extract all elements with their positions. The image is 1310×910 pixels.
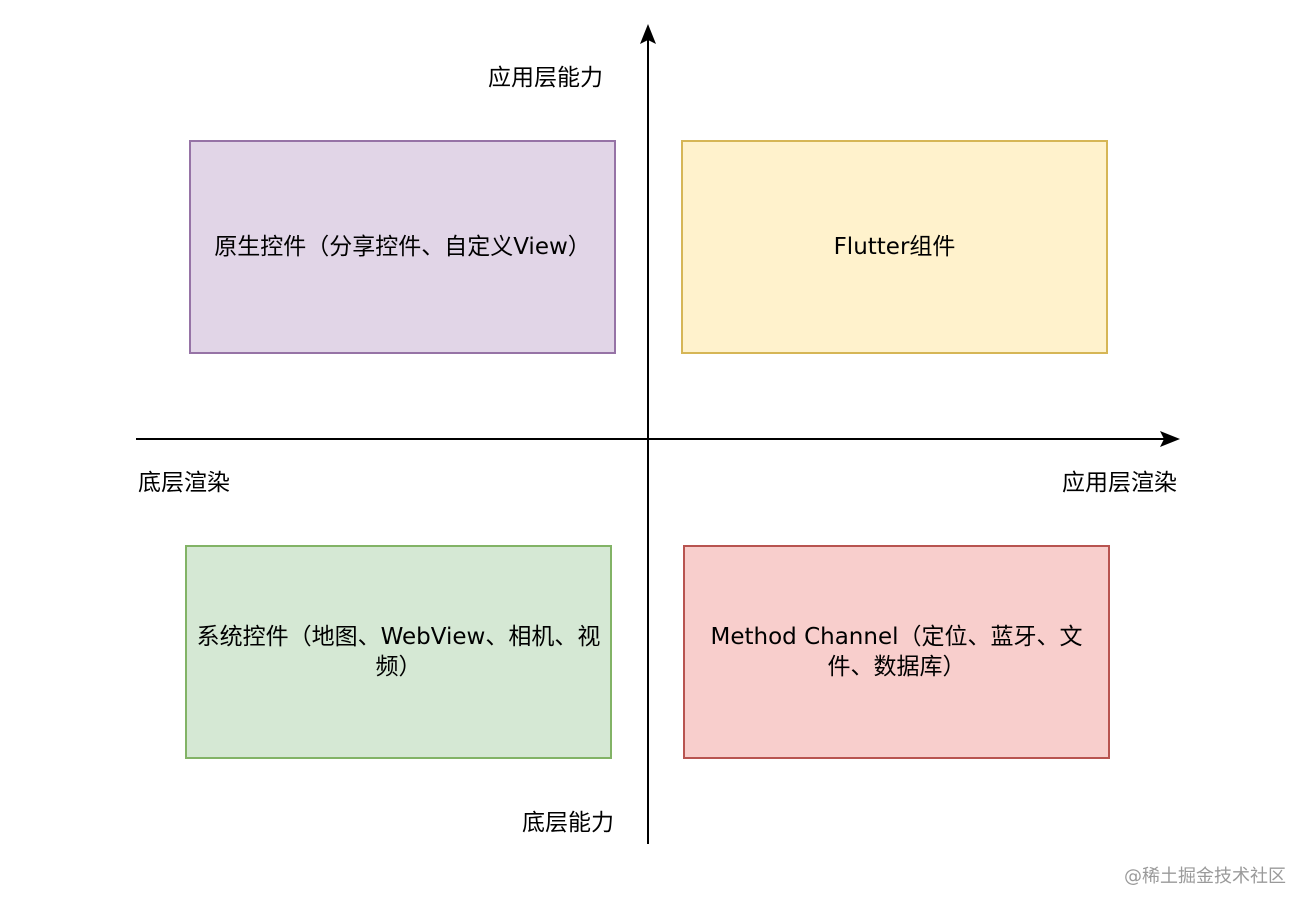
y-axis-bottom-label: 底层能力: [522, 810, 614, 836]
quadrant-native-controls: 原生控件（分享控件、自定义View）: [189, 140, 616, 354]
watermark-text: @稀土掘金技术社区: [1124, 866, 1286, 887]
quadrant-native-controls-label: 原生控件（分享控件、自定义View）: [214, 234, 591, 260]
quadrant-method-channel: Method Channel（定位、蓝牙、文件、数据库）: [683, 545, 1110, 759]
quadrant-system-controls-label: 系统控件（地图、WebView、相机、视频）: [196, 624, 601, 680]
quadrant-flutter-components: Flutter组件: [681, 140, 1108, 354]
quadrant-method-channel-label: Method Channel（定位、蓝牙、文件、数据库）: [710, 624, 1083, 680]
y-axis-top-label: 应用层能力: [488, 65, 603, 91]
x-axis-right-label: 应用层渲染: [1062, 470, 1177, 496]
x-axis-left-label: 底层渲染: [138, 470, 230, 496]
vertical-axis-arrowhead: [640, 24, 656, 44]
quadrant-flutter-components-label: Flutter组件: [833, 234, 956, 260]
horizontal-axis-arrowhead: [1160, 431, 1180, 447]
quadrant-system-controls: 系统控件（地图、WebView、相机、视频）: [185, 545, 612, 759]
